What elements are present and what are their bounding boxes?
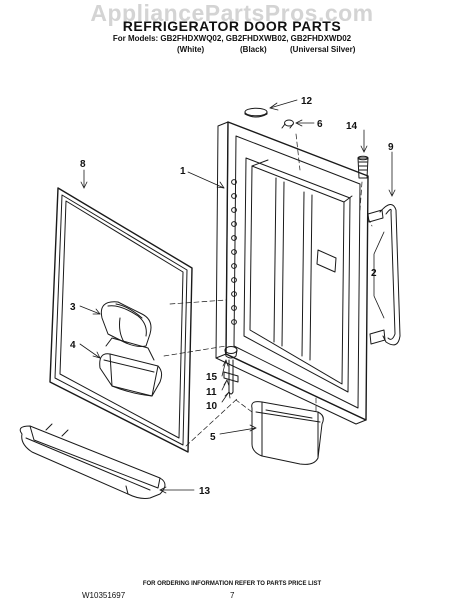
callout-11: 11 [206,387,217,398]
leader-lines [79,99,396,494]
models-line: For Models: GB2FHDXWQ02, GB2FHDXWB02, GB… [112,34,352,43]
callout-4: 4 [70,340,76,351]
ordering-note: FOR ORDERING INFORMATION REFER TO PARTS … [142,581,322,587]
callout-3: 3 [70,302,76,313]
variant-universal-silver: (Universal Silver) [290,45,356,54]
lower-door-bin [19,423,166,499]
callout-14: 14 [346,121,358,132]
shelf-support [223,346,239,395]
watermark: AppliancePartsPros.com [90,0,374,26]
door-gasket [49,187,193,453]
door-panel [215,121,369,425]
dispenser-cover [100,301,152,347]
page-number: 7 [230,591,235,600]
callout-9: 9 [388,142,394,153]
callout-12: 12 [301,96,313,107]
shelf-holes [231,179,237,325]
small-door-bin [251,401,324,465]
alignment-lines [163,133,373,447]
page-title: REFRIGERATOR DOOR PARTS [122,18,342,34]
callout-8: 8 [80,159,86,170]
document-number: W10351697 [82,591,126,600]
callout-13: 13 [199,486,211,497]
callout-10: 10 [206,401,218,412]
callout-1: 1 [180,166,186,177]
callout-15: 15 [206,372,218,383]
variant-white: (White) [177,45,205,54]
variant-black: (Black) [240,45,267,54]
callout-5: 5 [210,432,216,443]
callout-2: 2 [371,268,377,279]
door-stop [357,155,369,179]
dispenser-bin [99,337,163,397]
hinge-cap [244,107,268,118]
callout-numbers: 12 6 14 9 8 1 2 3 4 15 11 10 5 13 [70,96,394,497]
screw [281,119,294,129]
callout-6: 6 [317,119,323,130]
